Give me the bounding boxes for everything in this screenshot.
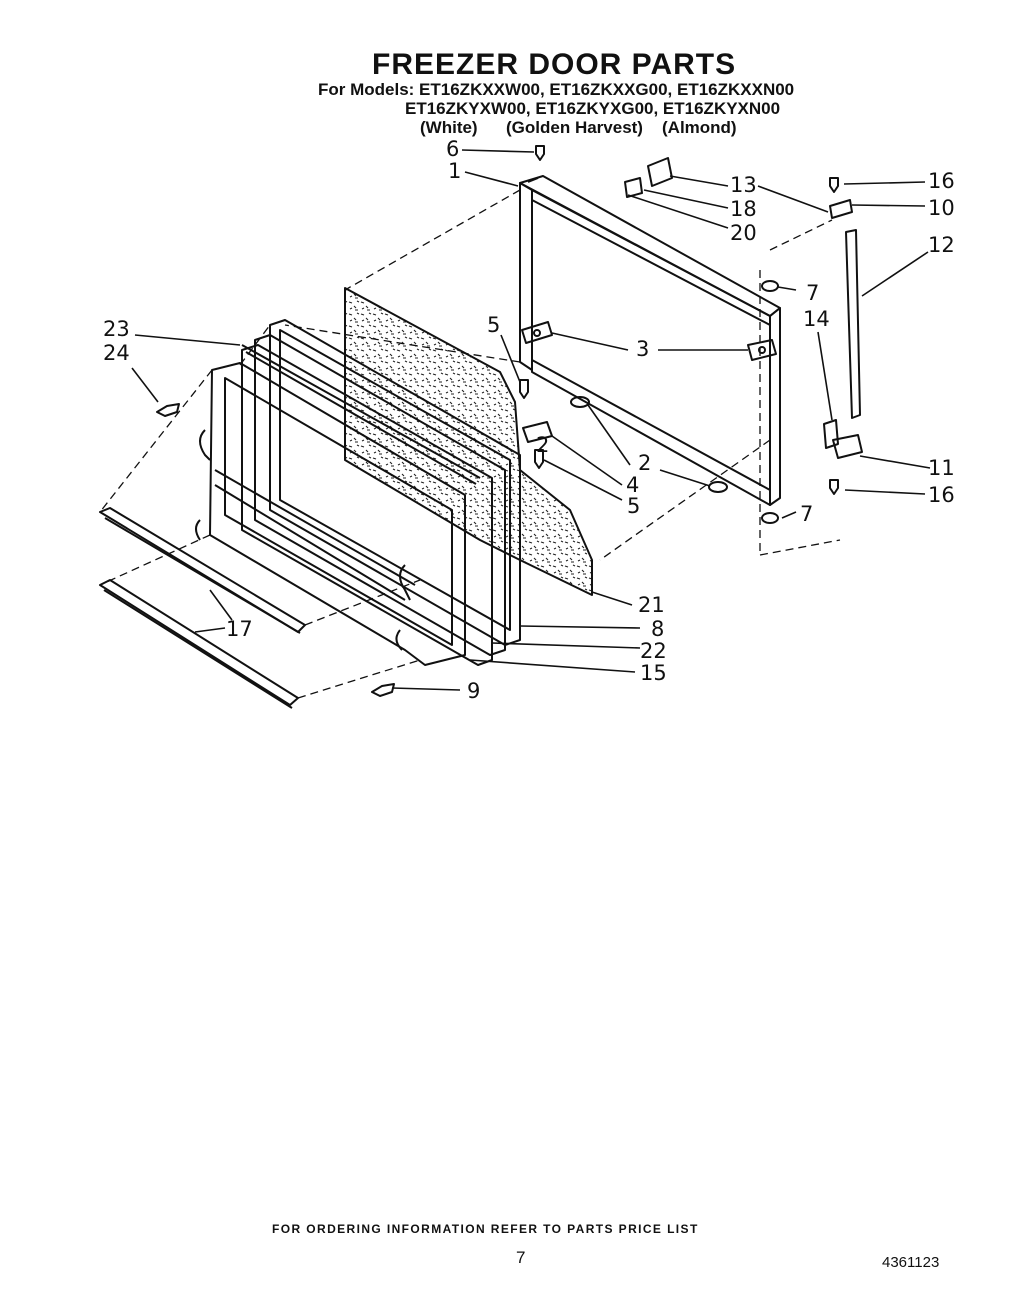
callout-12: 12 <box>928 233 955 257</box>
assembly-lines <box>99 189 841 699</box>
page-title: FREEZER DOOR PARTS <box>372 48 737 81</box>
spacer <box>522 199 863 524</box>
gasket-strip <box>241 344 481 485</box>
page-number: 7 <box>516 1248 526 1267</box>
callout-18: 18 <box>730 197 757 221</box>
callout-14: 14 <box>803 307 830 331</box>
callout-23: 23 <box>103 317 130 341</box>
callout-16b: 16 <box>928 483 955 507</box>
callout-11: 11 <box>928 456 955 480</box>
callout-16: 16 <box>928 169 955 193</box>
callout-24: 24 <box>103 341 130 365</box>
callout-9: 9 <box>467 679 480 703</box>
leader-lines <box>131 149 931 691</box>
insulation-foam <box>344 287 593 596</box>
callout-8: 8 <box>651 617 664 641</box>
callout-7: 7 <box>806 281 819 305</box>
callout-5: 5 <box>487 313 500 337</box>
callout-1: 1 <box>448 159 461 183</box>
callout-3: 3 <box>636 337 649 361</box>
models-line-1: For Models: ET16ZKXXW00, ET16ZKXXG00, ET… <box>318 80 795 99</box>
callout-20: 20 <box>730 221 757 245</box>
hinge-cover <box>845 229 861 419</box>
ordering-footer: FOR ORDERING INFORMATION REFER TO PARTS … <box>272 1222 699 1236</box>
callout-21: 21 <box>638 593 665 617</box>
callout-10: 10 <box>928 196 955 220</box>
color-white: (White) <box>420 118 478 137</box>
callout-6: 6 <box>446 137 459 161</box>
color-almond: (Almond) <box>662 118 737 137</box>
callout-17: 17 <box>226 617 253 641</box>
door-gasket <box>241 319 521 666</box>
hinge-bracket <box>521 321 777 361</box>
door-shelf-bar <box>99 507 306 709</box>
callout-13: 13 <box>730 173 757 197</box>
callout-5b: 5 <box>627 494 640 518</box>
callout-2: 2 <box>638 451 651 475</box>
callout-22: 22 <box>640 639 667 663</box>
callout-7b: 7 <box>800 502 813 526</box>
door-liner <box>195 362 466 666</box>
callout-2b: 2 <box>536 433 549 457</box>
document-number: 4361123 <box>882 1254 940 1271</box>
plate <box>624 157 673 198</box>
color-golden-harvest: (Golden Harvest) <box>506 118 643 137</box>
callout-4: 4 <box>626 473 639 497</box>
door-frame <box>519 175 781 506</box>
callout-labels: 1 2 2 3 4 5 5 6 7 7 8 9 10 11 12 13 14 1… <box>103 137 955 703</box>
callout-15: 15 <box>640 661 667 685</box>
models-line-2: ET16ZKYXW00, ET16ZKYXG00, ET16ZKYXN00 <box>405 99 781 118</box>
